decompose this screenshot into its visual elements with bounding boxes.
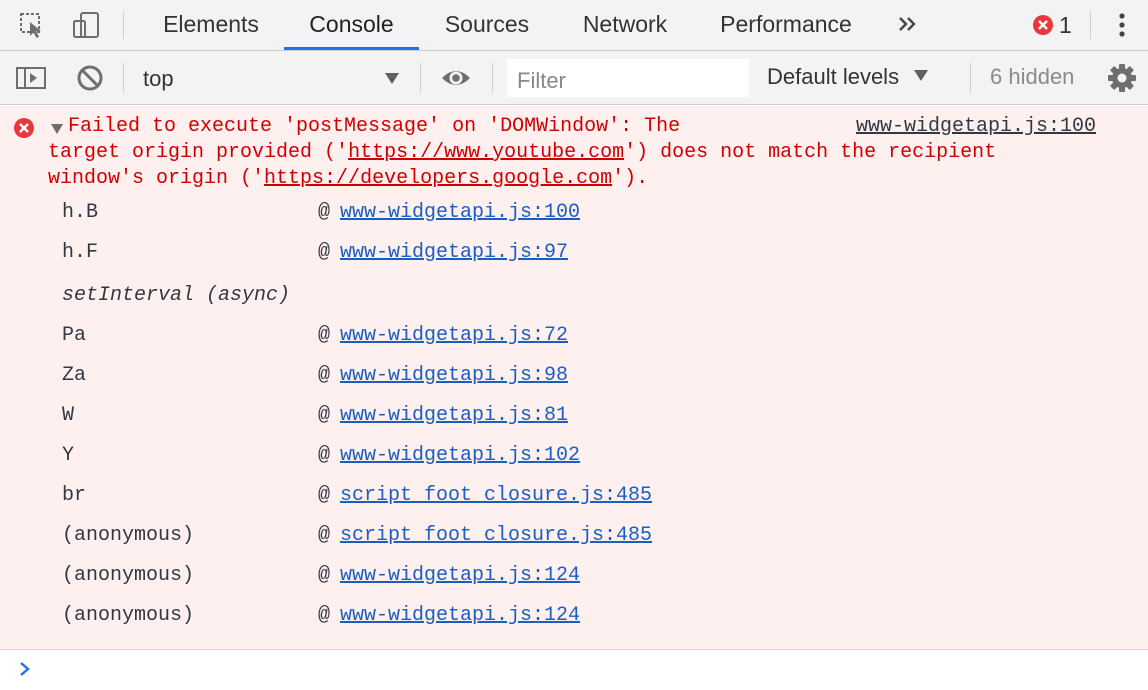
context-value: top <box>143 66 174 91</box>
frame-source-link[interactable]: script_foot_closure.js:485 <box>340 484 653 507</box>
toolbar-divider <box>1090 11 1091 39</box>
async-boundary-label: setInterval (async) <box>62 284 291 307</box>
expand-triangle-icon[interactable] <box>50 123 64 135</box>
kebab-menu-icon[interactable] <box>1112 10 1132 40</box>
eye-icon[interactable] <box>440 62 472 94</box>
frame-at: @ <box>318 444 331 467</box>
frame-function: (anonymous) <box>62 604 195 627</box>
context-selector[interactable]: top <box>131 59 407 97</box>
toolbar-divider <box>123 11 124 39</box>
device-toolbar-icon[interactable] <box>70 9 102 41</box>
error-text-fragment: window's origin (' <box>48 167 265 190</box>
frame-at: @ <box>318 524 331 547</box>
log-levels-dropdown[interactable]: Default levels <box>767 64 929 90</box>
toolbar-divider <box>420 63 421 93</box>
frame-source-link[interactable]: www-widgetapi.js:72 <box>340 324 569 347</box>
error-icon <box>1033 15 1053 35</box>
toolbar-divider <box>970 63 971 93</box>
gear-icon[interactable] <box>1106 62 1138 94</box>
console-error-message: Failed to execute 'postMessage' on 'DOMW… <box>0 106 1148 650</box>
log-levels-label: Default levels <box>767 64 900 89</box>
error-icon <box>14 118 34 138</box>
prompt-chevron-icon <box>20 662 30 676</box>
frame-function: (anonymous) <box>62 564 195 587</box>
frame-function: W <box>62 404 75 427</box>
error-text-fragment: ') does not match the recipient <box>624 141 997 164</box>
frame-source-link[interactable]: www-widgetapi.js:81 <box>340 404 569 427</box>
frame-source-link[interactable]: www-widgetapi.js:98 <box>340 364 569 387</box>
error-count-badge[interactable]: 1 <box>1032 10 1072 40</box>
frame-at: @ <box>318 241 331 264</box>
hidden-messages-count: 6 hidden <box>990 64 1075 89</box>
error-line-2: target origin provided ('https://www.you… <box>48 140 1108 166</box>
frame-source-link[interactable]: www-widgetapi.js:97 <box>340 241 569 264</box>
frame-function: Y <box>62 444 75 467</box>
sidebar-toggle-icon[interactable] <box>15 62 47 94</box>
tab-performance[interactable]: Performance <box>720 11 852 37</box>
chevron-down-icon <box>914 70 929 81</box>
filter-placeholder: Filter <box>517 68 566 93</box>
frame-at: @ <box>318 564 331 587</box>
tab-sources[interactable]: Sources <box>444 11 530 37</box>
error-line-1: Failed to execute 'postMessage' on 'DOMW… <box>68 115 681 138</box>
frame-source-link[interactable]: script_foot_closure.js:485 <box>340 524 653 547</box>
frame-source-link[interactable]: www-widgetapi.js:124 <box>340 604 581 627</box>
recipient-origin-link[interactable]: https://developers.google.com <box>264 167 613 190</box>
console-prompt[interactable] <box>16 658 34 680</box>
toolbar-divider <box>123 63 124 93</box>
tab-network[interactable]: Network <box>582 11 668 37</box>
error-message-text: Failed to execute 'postMessage' on 'DOMW… <box>48 114 1108 192</box>
more-tabs-icon[interactable] <box>893 8 923 40</box>
error-count: 1 <box>1059 11 1072 38</box>
console-toolbar: top Filter Default levels 6 hidden <box>0 51 1148 105</box>
frame-function: h.F <box>62 241 99 264</box>
frame-function: Pa <box>62 324 87 347</box>
target-origin-link[interactable]: https://www.youtube.com <box>348 141 625 164</box>
frame-function: br <box>62 484 87 507</box>
frame-at: @ <box>318 324 331 347</box>
clear-console-icon[interactable] <box>74 62 106 94</box>
inspect-element-icon[interactable] <box>16 9 48 41</box>
frame-at: @ <box>318 201 331 224</box>
frame-function: Za <box>62 364 87 387</box>
tab-console[interactable]: Console <box>284 0 419 50</box>
frame-source-link[interactable]: www-widgetapi.js:124 <box>340 564 581 587</box>
frame-function: (anonymous) <box>62 524 195 547</box>
frame-at: @ <box>318 364 331 387</box>
frame-function: h.B <box>62 201 99 224</box>
error-text-fragment: '). <box>612 167 649 190</box>
chevron-down-icon <box>385 73 399 84</box>
frame-source-link[interactable]: www-widgetapi.js:102 <box>340 444 581 467</box>
error-text-fragment: target origin provided (' <box>48 141 349 164</box>
frame-source-link[interactable]: www-widgetapi.js:100 <box>340 201 581 224</box>
message-source-link[interactable]: www-widgetapi.js:100 <box>855 115 1096 138</box>
frame-at: @ <box>318 404 331 427</box>
filter-input[interactable]: Filter <box>506 58 750 98</box>
frame-at: @ <box>318 484 331 507</box>
tab-elements[interactable]: Elements <box>163 11 259 37</box>
frame-at: @ <box>318 604 331 627</box>
error-line-3: window's origin ('https://developers.goo… <box>48 166 1108 192</box>
devtools-tab-bar: Elements Console Sources Network Perform… <box>0 0 1148 51</box>
toolbar-divider <box>492 63 493 93</box>
